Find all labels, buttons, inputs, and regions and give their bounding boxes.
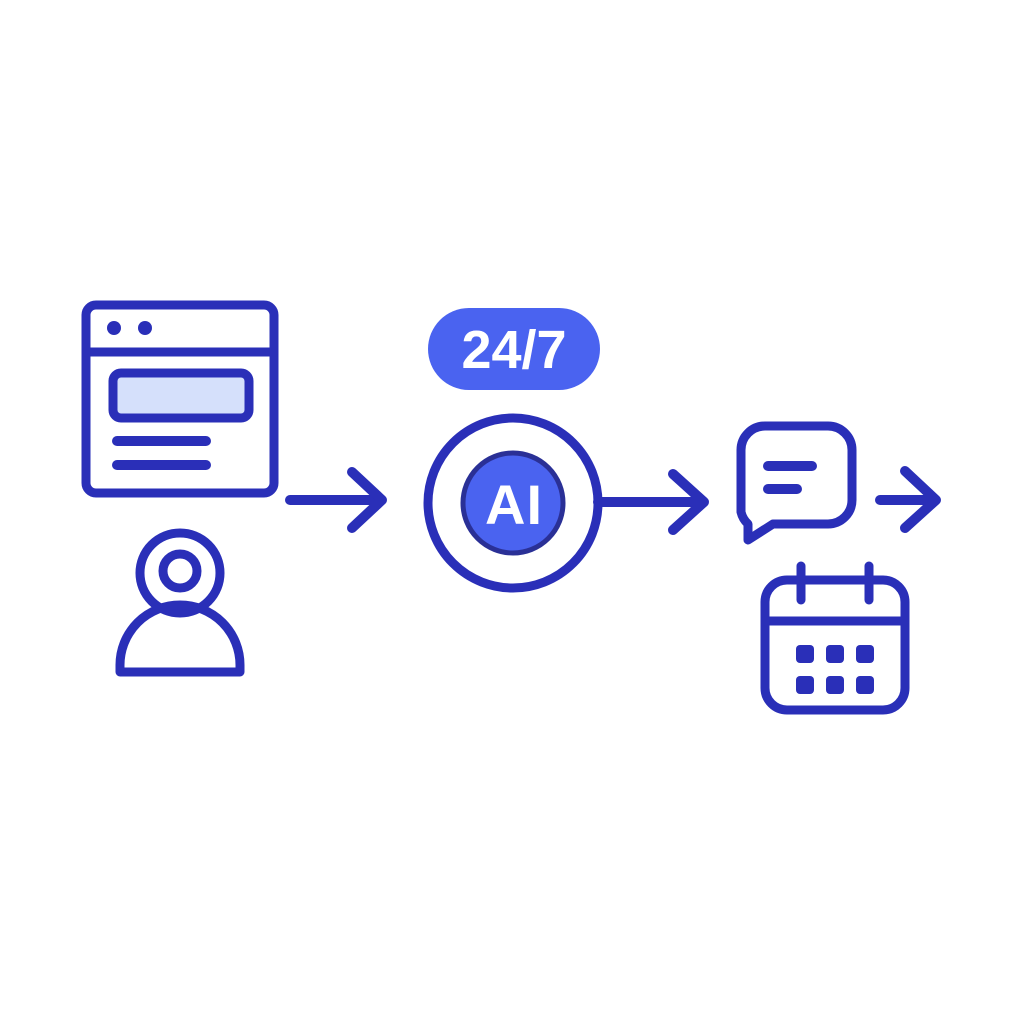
browser-dot-2-icon [138,321,152,335]
browser-window-frame [81,300,279,498]
badge-label: 24/7 [461,320,566,380]
avatar-body [115,600,245,677]
calendar-day-cell [826,645,844,663]
browser-dot-1-icon [107,321,121,335]
calendar-day-cell [796,676,814,694]
arrow-3-icon [875,466,941,533]
arrow-1-head [347,467,387,533]
calendar-day-cell [796,645,814,663]
arrow-3-head [900,466,941,533]
badge-pill-background [428,308,600,390]
customer-avatar-icon [115,528,245,677]
badge-24-7[interactable]: 24/7 [428,308,600,390]
avatar-head-outer [135,528,225,618]
browser-highlight-field [108,368,254,423]
ai-assistant-icon[interactable]: AI [423,413,603,593]
arrow-1-icon [285,467,387,533]
ai-label: AI [485,473,543,536]
chat-bubble-icon [736,421,857,545]
arrow-2-head [668,469,709,535]
calendar-frame [760,575,910,715]
arrow-2-icon [593,469,709,535]
browser-window-icon [81,300,279,498]
calendar-icon [760,561,910,715]
calendar-day-cell [856,676,874,694]
avatar-head-inner [158,549,202,593]
ai-inner-disc [460,450,566,556]
calendar-day-cell [826,676,844,694]
chat-bubble-body [736,421,857,545]
calendar-day-cell [856,645,874,663]
